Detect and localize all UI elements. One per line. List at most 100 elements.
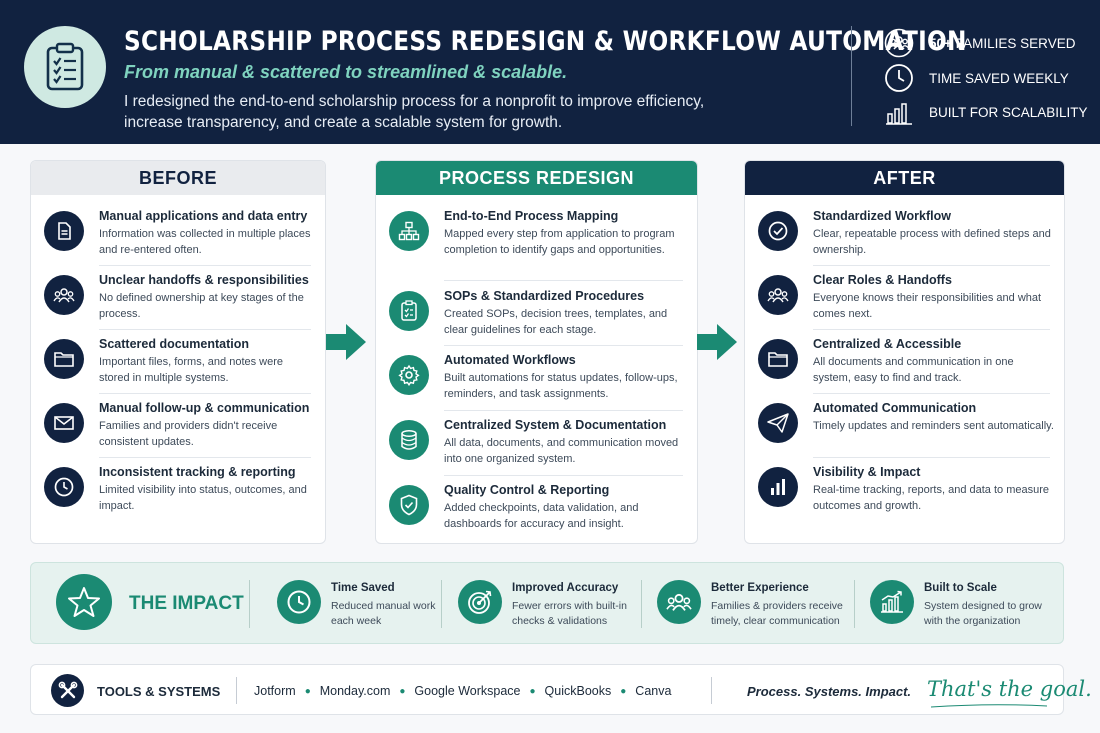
tools-label: TOOLS & SYSTEMS [97,684,221,699]
arrow-right-icon [326,324,366,360]
tools-strip: TOOLS & SYSTEMS Jotform ● Monday.com ● Goo… [30,664,1092,715]
after-item: Centralized & Accessible All documents a… [745,337,1064,401]
before-item: Inconsistent tracking & reporting Limite… [31,465,325,529]
after-heading: AFTER [745,161,1064,195]
redesign-item-title: End-to-End Process Mapping [444,209,619,223]
divider [854,580,855,628]
divider [441,580,442,628]
before-item-title: Scattered documentation [99,337,250,351]
redesign-item: Automated Workflows Built automations fo… [376,353,697,417]
clipboard-icon [46,42,84,91]
divider [99,265,311,266]
bar-chart-icon [758,467,798,507]
impact-strip: THE IMPACT Time Saved Reduced manual wor… [30,562,1064,644]
after-item: Standardized Workflow Clear, repeatable … [745,209,1064,273]
redesign-item-desc: Built automations for status updates, fo… [444,372,678,400]
stat-time-saved: TIME SAVED WEEKLY [884,63,1069,93]
page-title: SCHOLARSHIP PROCESS REDESIGN & WORKFLOW … [124,26,967,57]
after-item-title: Clear Roles & Handoffs [813,273,952,287]
before-item-desc: Limited visibility into status, outcomes… [99,484,307,512]
before-item-desc: Important files, forms, and notes were s… [99,356,284,384]
sitemap-icon [389,211,429,251]
redesign-item-title: Centralized System & Documentation [444,418,667,432]
before-item-title: Inconsistent tracking & reporting [99,465,296,479]
after-item-desc: Real-time tracking, reports, and data to… [813,484,1050,512]
tool-item: Google Workspace [414,684,521,698]
people-icon [758,275,798,315]
divider [444,345,683,346]
divider [236,677,237,704]
impact-desc-line: Families & providers receive [711,600,843,612]
divider [813,457,1050,458]
stat-time-label: TIME SAVED WEEKLY [929,70,1069,86]
before-item: Manual applications and data entry Infor… [31,209,325,273]
tools-icon [51,674,84,707]
bullet-icon: ● [529,685,536,697]
redesign-item-title: Quality Control & Reporting [444,483,610,497]
divider [711,677,712,704]
divider [444,475,683,476]
star-icon [56,574,112,630]
tool-item: Canva [635,684,672,698]
clock-icon [884,63,914,93]
divider [641,580,642,628]
tagline: Process. Systems. Impact. [747,684,912,699]
redesign-heading: PROCESS REDESIGN [376,161,697,195]
header-divider [851,26,852,126]
redesign-item: Quality Control & Reporting Added checkp… [376,483,697,543]
before-item: Manual follow-up & communication Familie… [31,401,325,465]
redesign-item-desc: Created SOPs, decision trees, templates,… [444,308,668,336]
bullet-icon: ● [399,685,406,697]
impact-desc-line: with the organization [924,615,1021,627]
impact-desc-line: System designed to grow [924,600,1042,612]
after-column: AFTER Standardized Workflow Clear, repea… [744,160,1065,544]
before-item-title: Manual applications and data entry [99,209,308,223]
impact-desc-line: each week [331,615,382,627]
impact-desc-line: Reduced manual work [331,600,436,612]
redesign-item-desc: Added checkpoints, data validation, and … [444,502,639,530]
after-item: Automated Communication Timely updates a… [745,401,1064,465]
tool-item: Monday.com [319,684,391,698]
impact-item-title: Built to Scale [924,582,997,594]
after-item-title: Automated Communication [813,401,977,415]
after-item-desc: Clear, repeatable process with defined s… [813,228,1051,256]
signature-script: That's the goal. [927,677,1092,701]
redesign-column: PROCESS REDESIGN End-to-End Process Mapp… [375,160,698,544]
folder-icon [758,339,798,379]
check-circle-icon [758,211,798,251]
before-item-title: Manual follow-up & communication [99,401,310,415]
impact-item-title: Time Saved [331,582,395,594]
after-item: Clear Roles & Handoffs Everyone knows th… [745,273,1064,337]
envelope-icon [44,403,84,443]
tool-item: QuickBooks [544,684,612,698]
tool-item: Jotform [254,684,296,698]
page-description: I redesigned the end-to-end scholarship … [124,93,705,131]
after-item-desc: All documents and communication in one s… [813,356,1014,384]
impact-title: THE IMPACT [129,593,244,614]
before-heading: BEFORE [31,161,325,195]
growth-chart-icon [870,580,914,624]
bar-chart-icon [884,97,914,127]
before-item: Scattered documentation Important files,… [31,337,325,401]
impact-item-desc: System designed to grow with the organiza… [924,599,1042,629]
bullet-icon: ● [620,685,627,697]
divider [249,580,250,628]
shield-check-icon [389,485,429,525]
families-icon [884,28,914,58]
impact-desc-line: timely, clear communication [711,615,840,627]
tools-list: Jotform ● Monday.com ● Google Workspace ● Q… [254,684,671,698]
redesign-item: End-to-End Process Mapping Mapped every … [376,209,697,273]
impact-desc-line: Fewer errors with built-in [512,600,627,612]
stat-families-label: FAMILIES SERVED [951,35,1076,51]
paper-plane-icon [758,403,798,443]
database-icon [389,420,429,460]
after-item-desc: Everyone knows their responsibilities an… [813,292,1042,320]
divider [444,280,683,281]
checklist-icon [389,291,429,331]
arrow-right-icon [697,324,737,360]
before-column: BEFORE Manual applications and data entr… [30,160,326,544]
divider [444,410,683,411]
stat-families: 50+ FAMILIES SERVED [884,28,1075,58]
stat-scale-label: BUILT FOR SCALABILITY [929,104,1088,120]
